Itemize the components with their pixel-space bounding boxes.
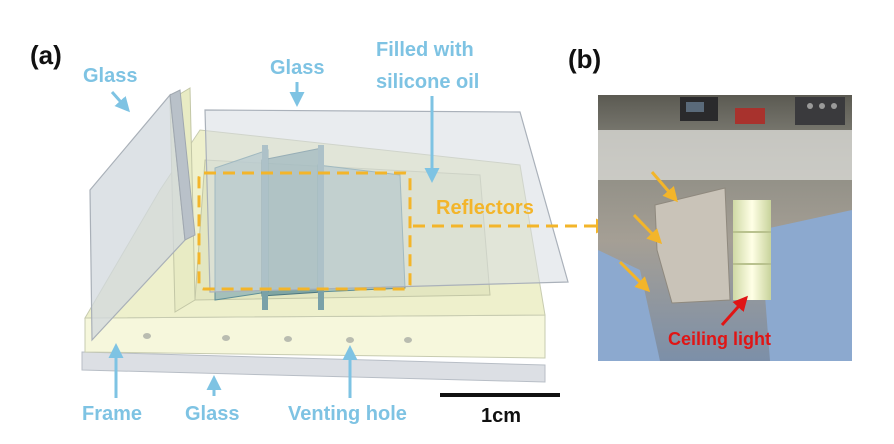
red-object	[735, 108, 765, 124]
panel-a: (a)	[30, 39, 611, 427]
venting-hole	[222, 335, 230, 341]
glass-left-arrow	[110, 91, 130, 113]
scale-bar: 1cm	[440, 393, 560, 427]
photo-arrow-orange	[618, 260, 651, 293]
frame-front-face	[84, 314, 546, 359]
equipment-box	[795, 97, 845, 125]
left-glass-plate-edge	[169, 89, 196, 241]
callout-venting-hole: Venting hole	[288, 403, 407, 425]
scale-bar-label: 1cm	[481, 405, 521, 427]
equipment-display	[686, 102, 704, 112]
ceiling-light	[733, 200, 771, 300]
glove-region	[760, 210, 852, 361]
venting-hole	[404, 337, 412, 343]
panel-b: (b) Ceiling light	[568, 44, 852, 361]
callout-ceiling-light: Ceiling light	[668, 329, 771, 349]
frosted-band	[598, 130, 852, 180]
callout-glass-left: Glass	[83, 65, 137, 87]
photo-arrow-orange	[632, 213, 663, 245]
venting-hole	[346, 337, 354, 343]
top-glass-plate	[204, 109, 569, 293]
photo-arrow-orange	[650, 171, 678, 203]
panel-a-label: (a)	[30, 40, 62, 70]
callout-glass-bottom: Glass	[185, 403, 239, 425]
lab-knob	[831, 103, 837, 109]
glove-region	[598, 250, 660, 361]
reflectors-highlight-box	[197, 171, 412, 291]
venting-hole	[143, 333, 151, 339]
lab-knob	[819, 103, 825, 109]
callout-reflectors: Reflectors	[436, 197, 534, 219]
venting-hole	[284, 336, 292, 342]
callout-filled-line1: Filled with	[376, 39, 474, 61]
callout-frame: Frame	[82, 403, 142, 425]
callout-glass-top: Glass	[270, 57, 324, 79]
panel-b-label: (b)	[568, 44, 601, 74]
lab-knob	[807, 103, 813, 109]
bottom-glass-plate	[81, 351, 546, 383]
photo-arrow-red	[720, 295, 748, 326]
callout-filled-line2: silicone oil	[376, 71, 479, 93]
venting-holes	[143, 333, 412, 343]
